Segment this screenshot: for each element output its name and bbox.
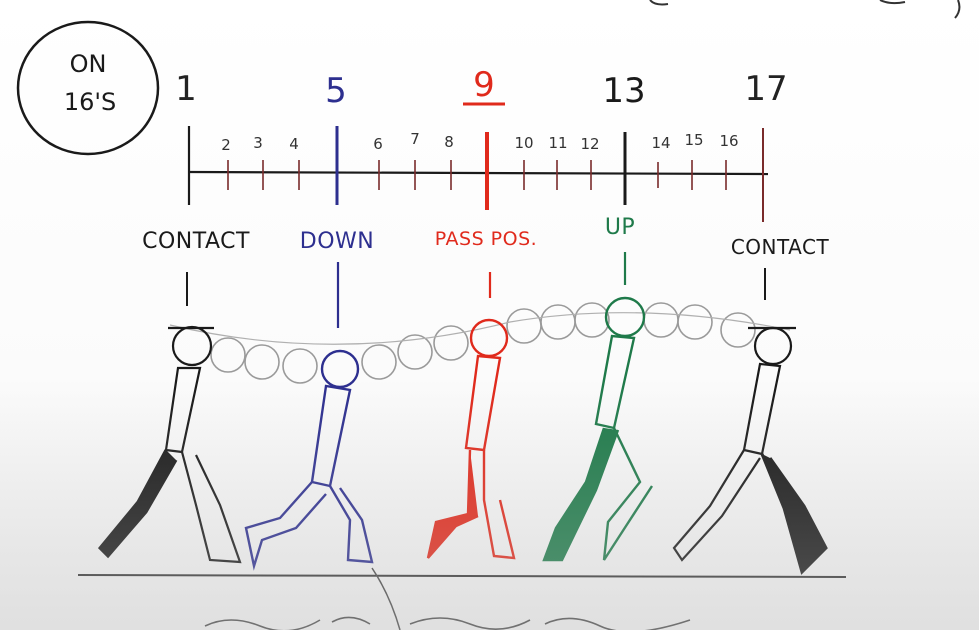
inbetween-2: 2 (221, 136, 231, 154)
figure-head (469, 318, 509, 358)
keyframe-number-1: 1 (175, 69, 197, 109)
inbetween-8: 8 (444, 133, 454, 151)
inbetween-6: 6 (373, 135, 383, 153)
badge-circle (16, 20, 160, 156)
inbetween-4: 4 (289, 135, 299, 153)
figure-head (171, 325, 213, 367)
pencil-stroke (371, 567, 401, 630)
keyframe-label-pass-pos: PASS POS. (435, 228, 537, 250)
badge-line-2: 16'S (64, 88, 116, 116)
inbetween-7: 7 (410, 130, 420, 148)
head-arc-inbetweens (169, 302, 791, 384)
keyframe-number-5: 5 (325, 71, 347, 111)
inbetween-3: 3 (253, 134, 263, 152)
inbetween-numbers: 2 3 4 6 7 8 10 11 12 14 15 16 (221, 130, 738, 154)
corner-scribble (649, 0, 961, 19)
inbetween-10: 10 (514, 134, 533, 152)
keyframe-label-down: DOWN (300, 229, 374, 254)
figure-up (542, 296, 654, 562)
inbetween-16: 16 (719, 132, 738, 150)
figure-head (320, 349, 360, 389)
inbetween-14: 14 (651, 134, 670, 152)
timeline-axis (189, 170, 769, 176)
keyframe-label-contact-start: CONTACT (142, 229, 250, 254)
inbetween-15: 15 (684, 131, 703, 149)
figure-head (753, 326, 793, 366)
inbetween-ticks (227, 160, 727, 190)
figure-passing (426, 318, 516, 560)
badge-line-1: ON (70, 50, 107, 78)
keyframe-number-13: 13 (602, 71, 645, 111)
cut-off-handwriting (204, 616, 691, 630)
ground-line (77, 574, 847, 578)
keyframe-label-contact-end: CONTACT (731, 235, 830, 259)
figure-contact-end (672, 326, 828, 575)
keyframe-number-17: 17 (744, 69, 787, 109)
figure-down (244, 349, 374, 571)
timing-badge: ON 16'S (16, 20, 160, 156)
figure-head (604, 296, 646, 338)
timeline-ruler (187, 126, 769, 222)
figure-contact-start (97, 325, 242, 564)
keyframe-number-9: 9 (473, 65, 495, 105)
inbetween-11: 11 (548, 134, 567, 152)
keyframe-label-up: UP (605, 215, 635, 240)
inbetween-12: 12 (580, 135, 599, 153)
